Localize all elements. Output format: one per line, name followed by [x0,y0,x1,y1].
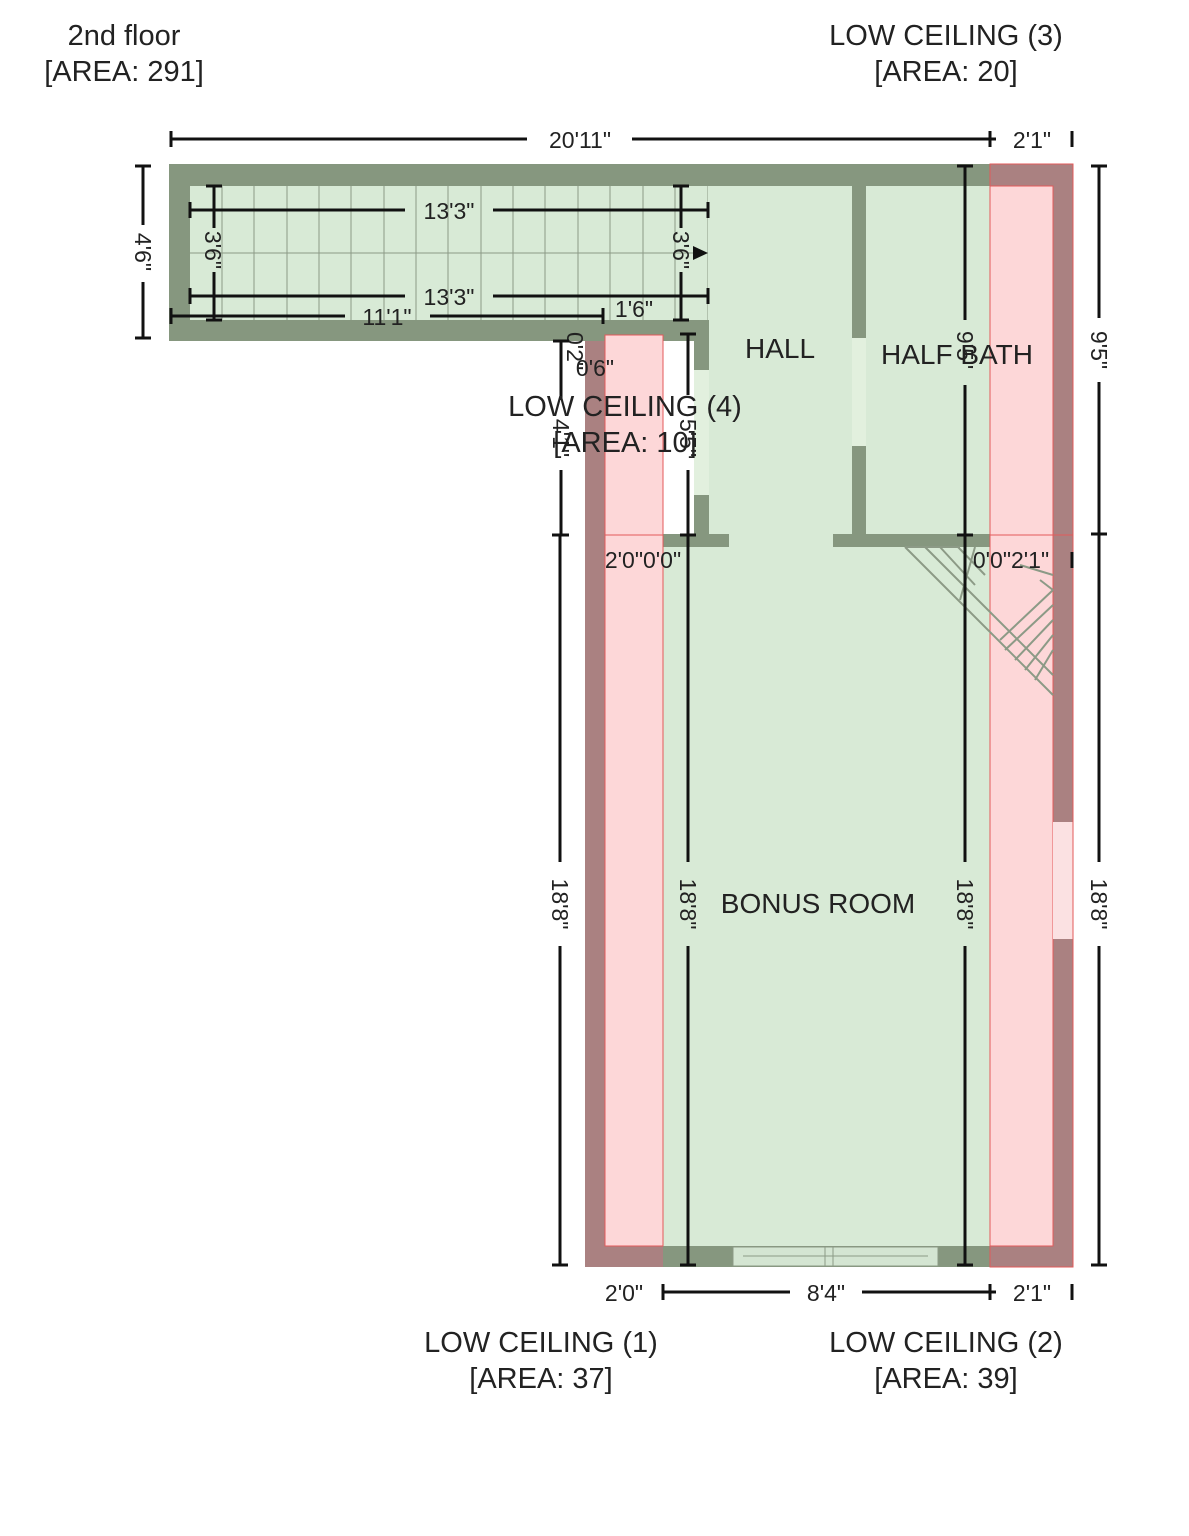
low-ceiling-1-area: [AREA: 37] [469,1363,612,1395]
dim-bottom-left: 2'0" [605,1280,643,1306]
dim-left-stair-height: 4'6" [130,233,156,271]
dim-mid-left: 2'0"0'0" [605,547,681,573]
bottom-dimensions: 2'0" 8'4" 2'1" [605,1280,1074,1306]
dim-right-lower: 18'8" [1086,535,1112,1267]
floor-name: 2nd floor [68,20,181,52]
dim-bottom-wall-small: 1'6" [615,296,653,322]
dim-right-upper: 9'5" [1086,164,1112,536]
stair-arrow-icon [693,246,708,260]
top-dimension: 20'11" 2'1" [169,127,1074,153]
corner-stair-icon [904,546,1054,696]
dim-right-lower-value: 18'8" [1086,879,1112,930]
dim-bonus-right-inner-value: 18'8" [952,879,978,930]
dim-stair-bottom-run: 13'3" [424,284,475,310]
dim-top-total: 20'11" [549,127,611,153]
low-ceiling-2-area: [AREA: 39] [874,1363,1017,1395]
dim-bath-height-value: 9'5" [952,331,978,369]
dim-bottom-right: 2'1" [1013,1280,1051,1306]
low-ceiling-3-name: LOW CEILING (3) [829,20,1063,52]
dim-mid-right: 0'0"2'1" [973,547,1049,573]
dim-bonus-left-outer-value: 18'8" [547,879,573,930]
dim-hall-small: 5'5" [675,332,701,535]
main-body [663,186,991,1267]
stair-treads [190,186,709,320]
room-label-bonus-room: BONUS ROOM [721,888,915,919]
dim-stair-width-left: 3'6" [200,231,226,269]
room-label-half-bath: HALF BATH [881,339,1033,370]
dim-bonus-left-outer: 18'8" [547,533,573,1267]
room-label-hall: HALL [745,333,815,364]
dim-bonus-right-inner: 18'8" [952,535,978,1267]
dim-bonus-left-inner: 18'8" [675,533,701,1267]
dim-hall-small-value: 5'5" [675,419,701,457]
dim-stair-top-run: 13'3" [424,198,475,224]
low-ceiling-1-name: LOW CEILING (1) [424,1327,658,1359]
dim-low4-height: 4'1" [548,419,574,457]
stair-dimensions: 13'3" 13'3" 3'6" 3'6" 11'1" 1'6" [169,184,710,330]
low-ceiling-4-area: [AREA: 10] [553,427,696,459]
low-ceiling-3-area: [AREA: 20] [874,56,1017,88]
dim-step-small-a: 0'2" [562,332,588,370]
low-ceiling-2-name: LOW CEILING (2) [829,1327,1063,1359]
dim-top-right: 2'1" [1013,127,1051,153]
dim-bottom-mid: 8'4" [807,1280,845,1306]
low-ceiling-1-zone [585,534,664,1267]
bottom-window [732,1246,939,1267]
dim-bath-height: 9'5" [952,164,978,537]
dim-step-small-b: 0'6" [576,355,614,381]
dim-low4: 4'1" [548,339,574,537]
floor-area: [AREA: 291] [44,56,204,88]
stair-wing [169,164,991,341]
low-ceiling-3-zone [989,163,1074,536]
dim-bottom-wall-run: 11'1" [362,304,411,330]
dim-stair-width-right: 3'6" [668,231,694,269]
dim-bonus-left-inner-value: 18'8" [675,879,701,930]
dim-left-stair-wing: 4'6" [130,164,156,340]
dim-right-upper-value: 9'5" [1086,331,1112,369]
low-ceiling-4-name: LOW CEILING (4) [508,391,742,423]
